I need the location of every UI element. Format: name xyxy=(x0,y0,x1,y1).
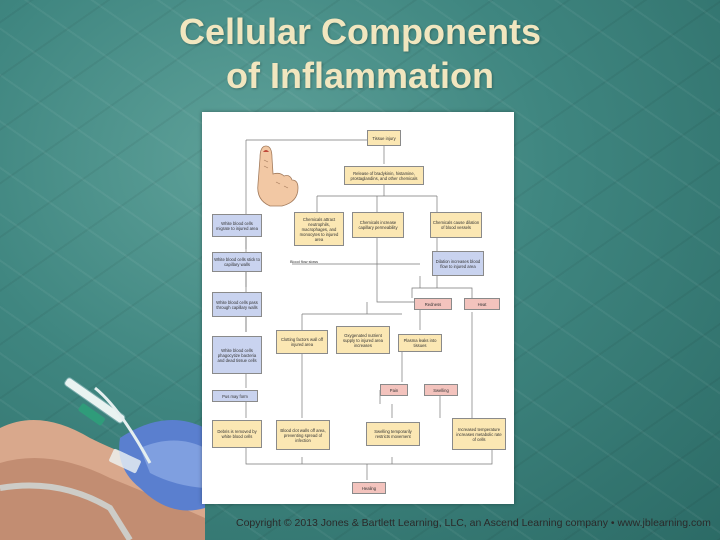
tissue-injury-box: Tissue injury xyxy=(367,130,401,146)
redness-box: Redness xyxy=(414,298,452,310)
cause-dilation-box: Chemicals cause dilation of blood vessel… xyxy=(430,212,482,238)
iv-hand-photo xyxy=(0,368,205,540)
swelling-restricts-box: Swelling temporarily restricts movement xyxy=(366,422,420,446)
injured-finger-icon xyxy=(246,140,306,208)
blood-clot-box: Blood clot walls off area, preventing sp… xyxy=(276,420,330,450)
clotting-factors-box: Clotting factors wall off injured area xyxy=(276,330,328,354)
wbc-phagocytize-box: White blood cells phagocytize bacteria a… xyxy=(212,336,262,374)
copyright-footer: Copyright © 2013 Jones & Bartlett Learni… xyxy=(236,517,711,529)
slide-title: Cellular Components of Inflammation xyxy=(0,10,720,98)
heat-box: Heat xyxy=(464,298,500,310)
healing-box: Healing xyxy=(352,482,386,494)
plasma-leaks-box: Plasma leaks into tissues xyxy=(398,334,442,352)
dilation-increases-box: Dilation increases blood flow to injured… xyxy=(432,251,484,276)
debris-removed-box: Debris is removed by white blood cells xyxy=(212,420,262,448)
inflammation-flowchart: Tissue injury Release of bradykinin, his… xyxy=(202,112,514,504)
wbc-migrate-box: White blood cells migrate to injured are… xyxy=(212,214,262,237)
wbc-stick-box: White blood cells stick to capillary wal… xyxy=(212,252,262,272)
blood-flow-slows-note: Blood flow slows xyxy=(290,260,319,264)
pain-box: Pain xyxy=(380,384,408,396)
increase-permeability-box: Chemicals increase capillary permeabilit… xyxy=(352,212,404,238)
pus-box: Pus may form xyxy=(212,390,258,402)
title-line-1: Cellular Components xyxy=(178,11,542,52)
swelling-box: Swelling xyxy=(424,384,458,396)
wbc-pass-box: White blood cells pass through capillary… xyxy=(212,292,262,317)
oxygenated-supply-box: Oxygenated nutrient supply to injured ar… xyxy=(336,326,390,354)
chemicals-attract-box: Chemicals attract neutrophils, macrophag… xyxy=(294,212,344,246)
temperature-increase-box: Increased temperature increases metaboli… xyxy=(452,418,506,450)
title-line-2: of Inflammation xyxy=(226,55,494,96)
release-chemicals-box: Release of bradykinin, histamine, prosta… xyxy=(344,166,424,185)
